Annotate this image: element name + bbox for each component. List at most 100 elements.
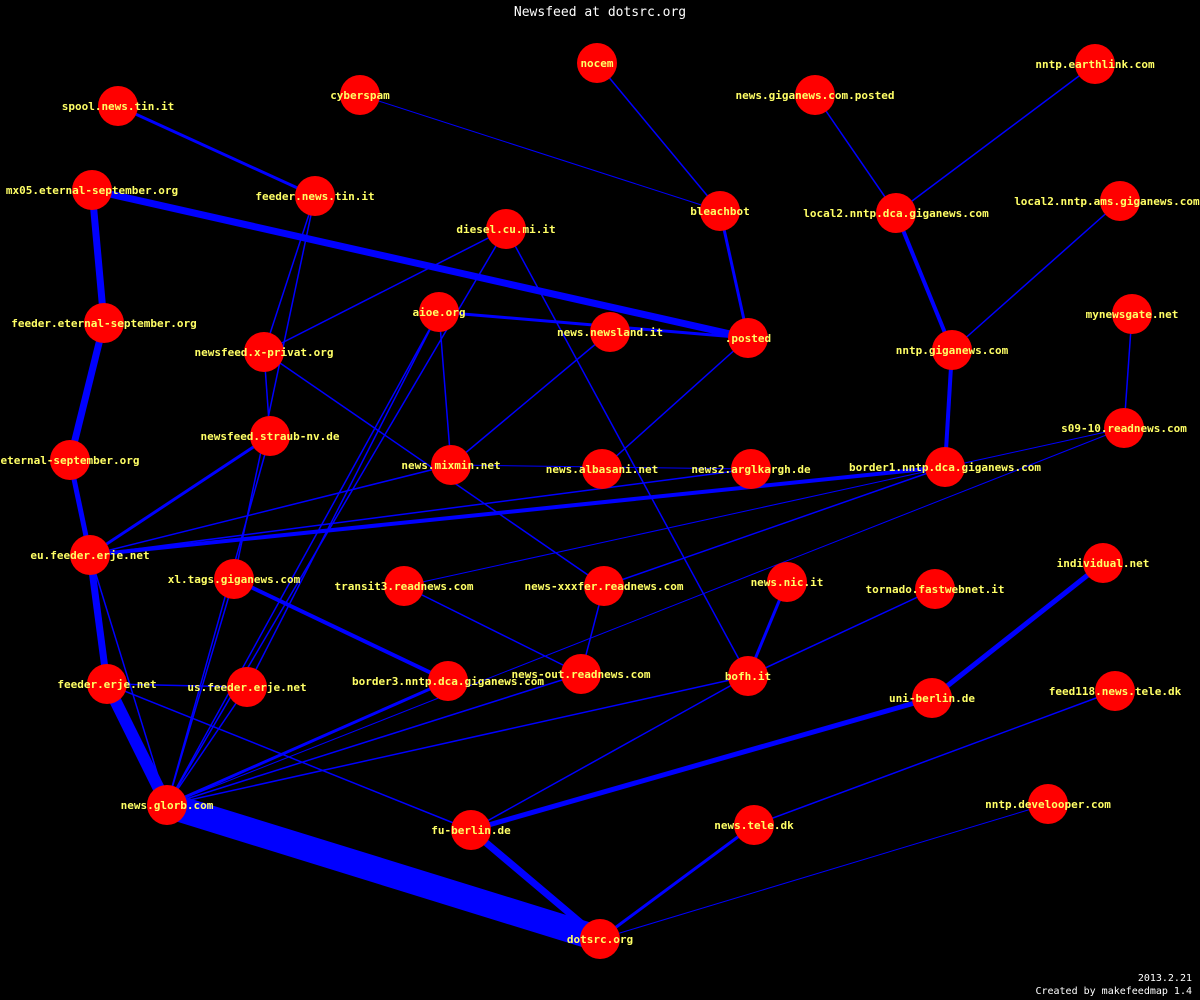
node-news-mixmin-net: [431, 445, 471, 485]
node-label-xl-tags-giganews-com: xl.tags.giganews.com: [168, 573, 301, 586]
edge-news-mixmin-net-to-eu-feeder-erje-net: [89, 464, 452, 556]
node-news-glorb-com: [147, 785, 187, 825]
node-newsfeed-x-privat-org: [244, 332, 284, 372]
node-label-mx05-eternal-september-org: mx05.eternal-september.org: [6, 184, 178, 197]
edge-news-glorb-com-to-dotsrc-org: [163, 792, 604, 952]
node-nntp-develooper-com: [1028, 784, 1068, 824]
node-label-feeder-news-tin-it: feeder.news.tin.it: [255, 190, 374, 203]
edge-news-giganews-com-posted-to-local2-nntp-dca-giganews-com: [814, 94, 897, 214]
node-label-nntp-giganews-com: nntp.giganews.com: [896, 344, 1009, 357]
node-bofh-it: [728, 656, 768, 696]
node-xl-tags-giganews-com: [214, 559, 254, 599]
node-label-feeder-erje-net: feeder.erje.net: [57, 678, 156, 691]
node-news-out-readnews-com: [561, 654, 601, 694]
edge-eu-feeder-erje-net-to-news-glorb-com: [89, 554, 168, 806]
edge-xl-tags-giganews-com-to-border3-nntp-dca-giganews-com: [233, 577, 449, 683]
node-individual-net: [1083, 543, 1123, 583]
edge-feeder-erje-net-to-news-glorb-com: [101, 681, 173, 808]
node-label-transit3-readnews-com: transit3.readnews.com: [334, 580, 473, 593]
edge-tornado-fastwebnet-it-to-bofh-it: [747, 588, 936, 677]
edge-aioe-org-to-news-glorb-com: [166, 311, 440, 806]
edge-s09-10-readnews-com-to-transit3-readnews-com: [403, 427, 1125, 587]
node-feeder-eternal-september-org: [84, 303, 124, 343]
edge-spool-news-tin-it-to-feeder-news-tin-it: [117, 104, 316, 198]
node-label-border3-nntp-dca-giganews-com: border3.nntp.dca.giganews.com: [352, 675, 544, 688]
node-newsfeed-straub-nv-de: [250, 416, 290, 456]
edge-xl-tags-giganews-com-to-news-glorb-com: [166, 578, 235, 806]
edge-transit3-readnews-com-to-news-out-readnews-com: [403, 585, 582, 675]
node-label-news-glorb-com: news.glorb.com: [121, 799, 214, 812]
node-feed118-news-tele-dk: [1095, 671, 1135, 711]
node-label-fu-berlin-de: fu-berlin.de: [431, 824, 511, 837]
edge-mx05-eternal-september-org-to-posted: [91, 186, 749, 342]
node-uni-berlin-de: [912, 678, 952, 718]
edge-nocem-to-bleachbot: [596, 62, 721, 212]
node-label-nntp-develooper-com: nntp.develooper.com: [985, 798, 1111, 811]
node-feeder-erje-net: [87, 664, 127, 704]
node-label-news-albasani-net: news.albasani.net: [546, 463, 659, 476]
node-dotsrc-org: [580, 919, 620, 959]
node-posted: [728, 318, 768, 358]
node-nocem: [577, 43, 617, 83]
node-label-nocem: nocem: [580, 57, 613, 70]
node-news2-arglkargh-de: [731, 449, 771, 489]
node-label-news-newsland-it: news.newsland.it: [557, 326, 663, 339]
edge-bofh-it-to-fu-berlin-de: [470, 675, 749, 831]
node-label-cyberspam: cyberspam: [330, 89, 390, 102]
node-label-local2-nntp-dca-giganews-com: local2.nntp.dca.giganews.com: [803, 207, 989, 220]
labels-layer: nocemcyberspamspool.news.tin.itnews.giga…: [0, 57, 1200, 946]
node-border1-nntp-dca-giganews-com: [925, 447, 965, 487]
node-label-local2-nntp-ams-giganews-com: local2.nntp.ams.giganews.com: [1014, 195, 1200, 208]
edge-fu-berlin-de-to-dotsrc-org: [468, 827, 603, 942]
node-local2-nntp-dca-giganews-com: [876, 193, 916, 233]
node-feeder-news-tin-it: [295, 176, 335, 216]
edge-posted-to-news-albasani-net: [601, 337, 749, 470]
edge-cyberspam-to-bleachbot: [359, 94, 721, 212]
node-border3-nntp-dca-giganews-com: [428, 661, 468, 701]
edge-nntp-earthlink-com-to-local2-nntp-dca-giganews-com: [895, 63, 1096, 214]
node-us-feeder-erje-net: [227, 667, 267, 707]
edge-aioe-org-to-news-mixmin-net: [438, 311, 452, 466]
node-label-news-out-readnews-com: news-out.readnews.com: [511, 668, 650, 681]
edge-local2-nntp-ams-giganews-com-to-nntp-giganews-com: [951, 200, 1121, 351]
edge-newsfeed-straub-nv-de-to-eu-feeder-erje-net: [89, 434, 271, 557]
node-label-nntp-earthlink-com: nntp.earthlink.com: [1035, 58, 1155, 71]
node-label-aioe-org: aioe.org: [413, 306, 466, 319]
edge-us-feeder-erje-net-to-news-glorb-com: [166, 686, 248, 806]
node-s09-10-readnews-com: [1104, 408, 1144, 448]
node-local2-nntp-ams-giganews-com: [1100, 181, 1140, 221]
node-label-news-tele-dk: news.tele.dk: [714, 819, 794, 832]
node-label-tornado-fastwebnet-it: tornado.fastwebnet.it: [865, 583, 1004, 596]
node-news-newsland-it: [590, 312, 630, 352]
node-label-dotsrc-org: dotsrc.org: [567, 933, 633, 946]
edge-local2-nntp-dca-giganews-com-to-nntp-giganews-com: [894, 212, 954, 351]
node-nntp-giganews-com: [932, 330, 972, 370]
footer-credit: Created by makefeedmap 1.4: [1035, 986, 1192, 997]
node-nntp-earthlink-com: [1075, 44, 1115, 84]
edge-border1-nntp-dca-giganews-com-to-eu-feeder-erje-net: [89, 465, 946, 557]
edge-s09-10-readnews-com-to-news-glorb-com: [166, 427, 1125, 806]
node-label-newsfeed-x-privat-org: newsfeed.x-privat.org: [194, 346, 333, 359]
node-label-posted: .posted: [725, 332, 771, 345]
node-mynewsgate-net: [1112, 294, 1152, 334]
node-diesel-cu-mi-it: [486, 209, 526, 249]
node-label-us-feeder-erje-net: us.feeder.erje.net: [187, 681, 306, 694]
edge-diesel-cu-mi-it-to-bofh-it: [505, 228, 749, 677]
node-label-news2-arglkargh-de: news2.arglkargh.de: [691, 463, 811, 476]
node-label-news-nic-it: news.nic.it: [751, 576, 824, 589]
edge-uni-berlin-de-to-fu-berlin-de: [470, 695, 933, 833]
node-label-individual-net: individual.net: [1057, 557, 1150, 570]
node-eternal-september-org: [50, 440, 90, 480]
edges-layer: [66, 62, 1133, 952]
edge-eu-feeder-erje-net-to-feeder-erje-net: [86, 554, 111, 685]
node-label-border1-nntp-dca-giganews-com: border1.nntp.dca.giganews.com: [849, 461, 1041, 474]
node-transit3-readnews-com: [384, 566, 424, 606]
edge-feed118-news-tele-dk-to-news-tele-dk: [753, 690, 1116, 826]
node-label-eu-feeder-erje-net: eu.feeder.erje.net: [30, 549, 149, 562]
node-news-giganews-com-posted: [795, 75, 835, 115]
edge-diesel-cu-mi-it-to-newsfeed-x-privat-org: [263, 228, 507, 353]
node-label-feeder-eternal-september-org: feeder.eternal-september.org: [11, 317, 196, 330]
edge-individual-net-to-uni-berlin-de: [930, 561, 1105, 700]
node-label-newsfeed-straub-nv-de: newsfeed.straub-nv.de: [200, 430, 339, 443]
